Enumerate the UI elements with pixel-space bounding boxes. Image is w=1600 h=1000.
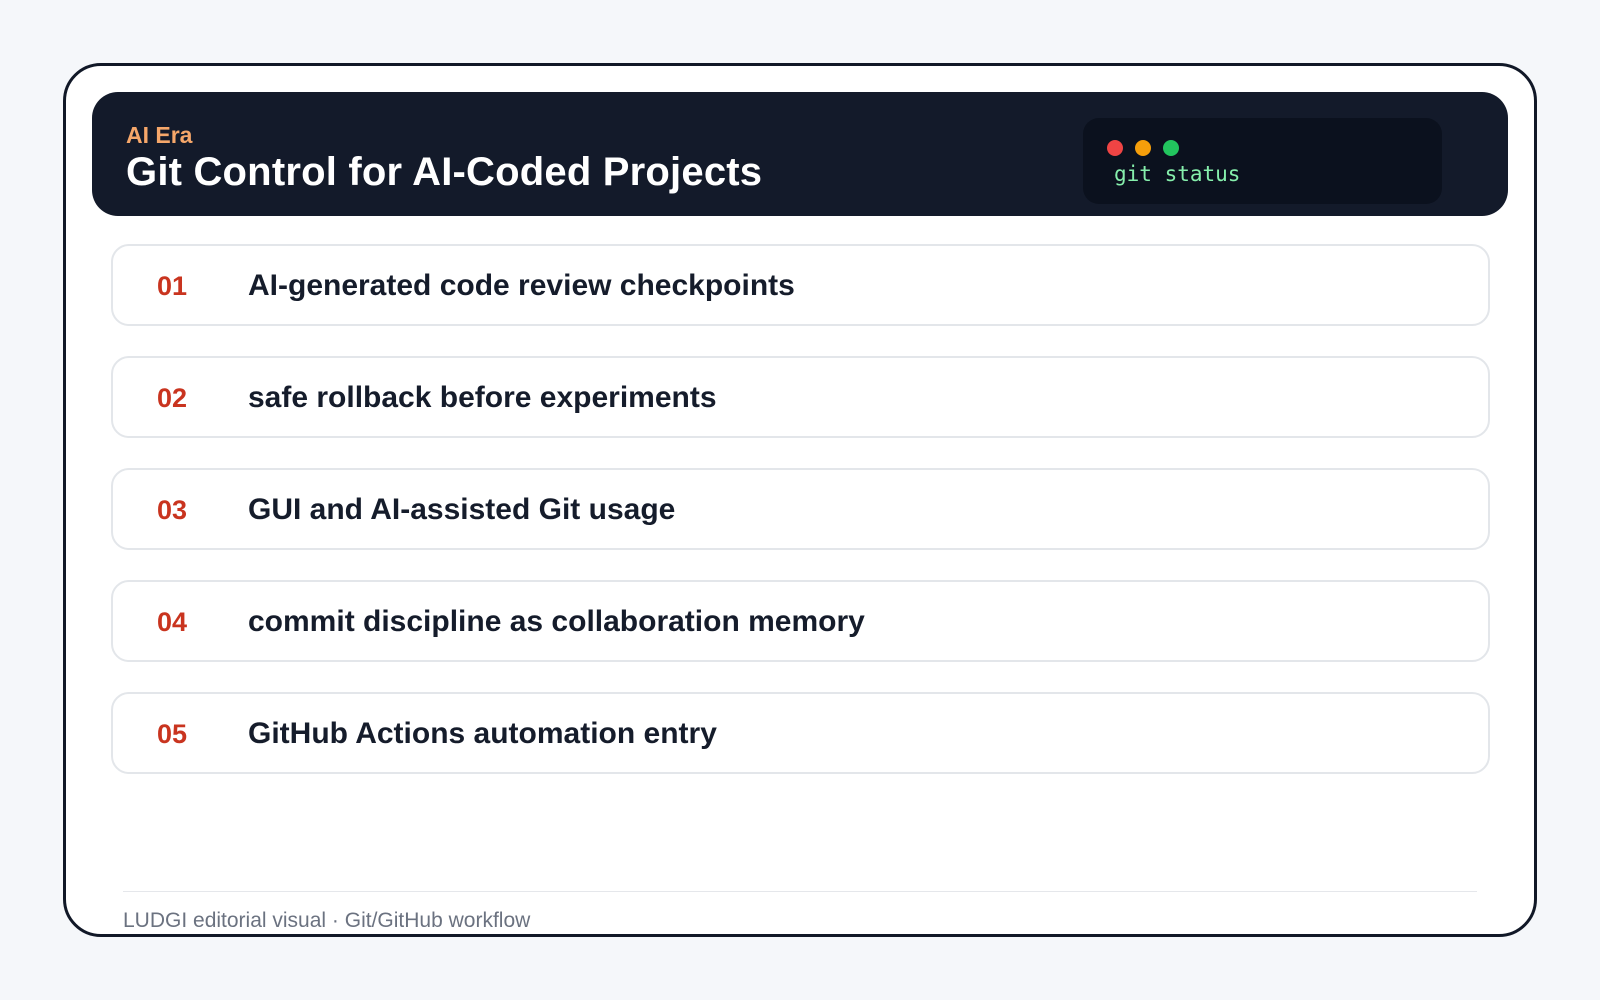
window-maximize-dot-icon — [1163, 140, 1179, 156]
item-label: commit discipline as collaboration memor… — [248, 605, 865, 638]
eyebrow-label: AI Era — [126, 122, 193, 148]
item-label: GitHub Actions automation entry — [248, 717, 717, 750]
list-item: 05 GitHub Actions automation entry — [111, 692, 1490, 774]
item-number: 05 — [157, 719, 188, 749]
item-number: 01 — [157, 271, 188, 301]
terminal-window: git status — [1083, 118, 1442, 204]
topic-list: 01 AI-generated code review checkpoints … — [111, 244, 1490, 804]
list-item: 03 GUI and AI-assisted Git usage — [111, 468, 1490, 550]
window-minimize-dot-icon — [1135, 140, 1151, 156]
item-label: AI-generated code review checkpoints — [248, 269, 795, 302]
slide-card: AI Era Git Control for AI-Coded Projects… — [63, 63, 1537, 937]
list-item: 02 safe rollback before experiments — [111, 356, 1490, 438]
footer-divider — [123, 891, 1477, 892]
list-item: 04 commit discipline as collaboration me… — [111, 580, 1490, 662]
item-label: GUI and AI-assisted Git usage — [248, 493, 676, 526]
terminal-command: git status — [1114, 162, 1241, 186]
page-title: Git Control for AI-Coded Projects — [126, 150, 763, 194]
list-item: 01 AI-generated code review checkpoints — [111, 244, 1490, 326]
header-banner: AI Era Git Control for AI-Coded Projects… — [92, 92, 1508, 216]
item-label: safe rollback before experiments — [248, 381, 717, 414]
item-number: 04 — [157, 607, 188, 637]
window-close-dot-icon — [1107, 140, 1123, 156]
footer-caption: LUDGI editorial visual · Git/GitHub work… — [123, 909, 531, 932]
item-number: 02 — [157, 383, 188, 413]
item-number: 03 — [157, 495, 188, 525]
